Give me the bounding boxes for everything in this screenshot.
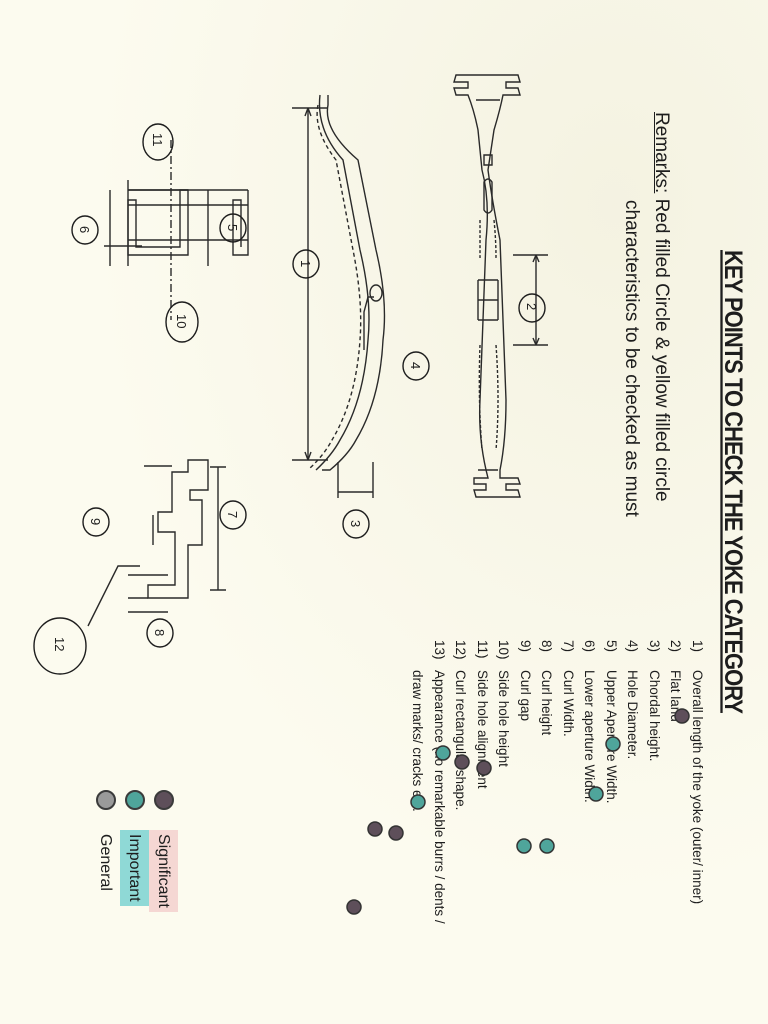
important-marker-icon	[125, 790, 145, 810]
significant-dot	[454, 754, 470, 770]
important-dot	[588, 786, 604, 802]
balloon-1: 1	[298, 260, 313, 267]
significant-dot	[367, 821, 383, 837]
balloon-3: 3	[348, 520, 363, 527]
balloon-7: 7	[225, 511, 240, 518]
yoke-side-view	[292, 94, 386, 498]
yoke-top-view	[453, 74, 548, 498]
important-dot	[605, 736, 621, 752]
important-dot	[435, 745, 451, 761]
important-dot	[539, 838, 555, 854]
balloon-6: 6	[77, 226, 92, 233]
curl-section-view	[87, 459, 226, 627]
significant-dot	[476, 760, 492, 776]
general-marker-icon	[96, 790, 116, 810]
balloon-8: 8	[152, 629, 167, 636]
balloon-11: 11	[150, 133, 165, 147]
important-dot	[410, 794, 426, 810]
significant-dot	[346, 899, 362, 915]
balloon-12: 12	[52, 637, 67, 651]
significant-dot	[388, 825, 404, 841]
balloon-9: 9	[88, 518, 103, 525]
balloon-4: 4	[408, 362, 423, 369]
balloon-5: 5	[225, 224, 240, 231]
balloon-2: 2	[524, 303, 539, 310]
significant-dot	[674, 708, 690, 724]
u-section-view	[104, 140, 249, 320]
balloon-10: 10	[174, 314, 189, 328]
significant-marker-icon	[154, 790, 174, 810]
important-dot	[516, 838, 532, 854]
